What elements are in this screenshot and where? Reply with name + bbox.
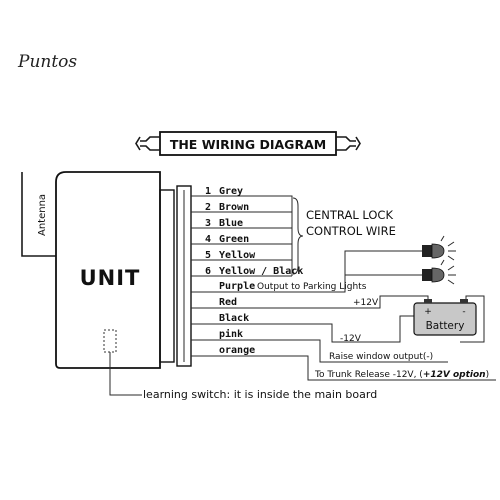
battery: + - Battery	[413, 299, 477, 336]
plus-12v-label: +12V	[353, 298, 379, 308]
title-banner: THE WIRING DIAGRAM	[135, 131, 361, 156]
bulb-icon	[422, 259, 456, 285]
wire-3-num: 3	[205, 218, 211, 229]
trunk-option-label: +12V option	[423, 370, 486, 380]
brand-logo: Puntos	[17, 52, 77, 72]
wire-pink-label: pink	[219, 328, 243, 340]
antenna-label: Antenna	[37, 194, 48, 236]
wire-3-label: Blue	[219, 218, 243, 229]
antenna: Antenna	[21, 172, 56, 257]
wire-6-num: 6	[205, 266, 211, 277]
raise-window-label: Raise window output(-)	[329, 352, 433, 362]
diagram-title: THE WIRING DIAGRAM	[170, 137, 326, 152]
battery-plus: +	[424, 307, 432, 317]
bulb-icon	[422, 235, 456, 261]
wire-5-num: 5	[205, 250, 211, 261]
learning-switch: learning switch: it is inside the main b…	[109, 352, 377, 401]
wire-4-label: Green	[219, 234, 249, 245]
central-lock-brace	[292, 197, 304, 275]
wire-orange-label: orange	[219, 345, 255, 356]
wire-black: Black -12V	[191, 295, 485, 344]
wire-6-label: Yellow / Black	[219, 266, 303, 277]
central-lock-label-1: CENTRAL LOCK	[306, 208, 393, 222]
wire-pink: pink Raise window output(-)	[191, 328, 448, 363]
parking-lights-note: Output to Parking Lights	[257, 282, 367, 292]
unit-label: UNIT	[80, 266, 141, 290]
banner-ornament-right	[336, 136, 361, 151]
wire-red-label: Red	[219, 297, 237, 308]
wire-purple: Purple Output to Parking Lights	[191, 250, 422, 293]
wire-1-label: Grey	[219, 186, 243, 197]
wire-red: Red +12V	[191, 295, 429, 309]
battery-label: Battery	[426, 320, 465, 332]
wire-2-label: Brown	[219, 202, 249, 213]
learning-switch-label: learning switch: it is inside the main b…	[143, 388, 377, 401]
wire-orange: orange To Trunk Release -12V, (+12V opti…	[191, 345, 496, 381]
wire-black-label: Black	[219, 313, 249, 324]
unit-box: UNIT	[55, 171, 161, 369]
minus-12v-label: -12V	[340, 334, 362, 344]
trunk-release-label: To Trunk Release -12V, (+12V option)	[314, 370, 489, 380]
central-lock-wires	[191, 195, 293, 277]
wire-4-num: 4	[205, 234, 211, 245]
central-lock-label-2: CONTROL WIRE	[306, 224, 396, 238]
wire-purple-label: Purple	[219, 281, 255, 292]
battery-minus: -	[462, 307, 465, 317]
wire-2-num: 2	[205, 202, 211, 213]
banner-ornament-left	[135, 136, 160, 151]
learning-switch-marker	[103, 329, 117, 353]
wire-5-label: Yellow	[219, 250, 256, 261]
wire-1-num: 1	[205, 186, 211, 197]
connector-block	[159, 185, 192, 367]
